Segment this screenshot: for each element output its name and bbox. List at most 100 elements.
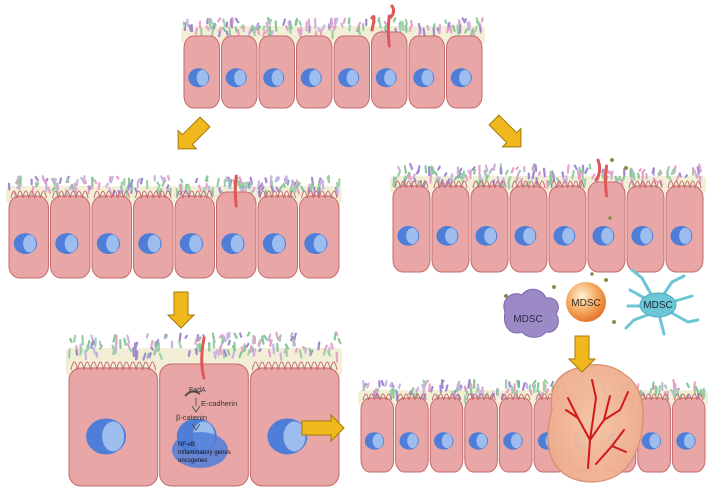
commensal-microbe	[259, 182, 264, 189]
microvillus	[135, 190, 142, 199]
commensal-microbe	[267, 349, 272, 358]
commensal-microbe	[128, 347, 133, 353]
flow-arrow	[177, 116, 211, 150]
commensal-microbe	[533, 383, 537, 394]
flow-arrows	[166, 114, 597, 443]
commensal-microbe	[210, 23, 216, 30]
microvillus	[271, 361, 279, 371]
commensal-microbe	[404, 18, 408, 26]
epithelial-cell	[671, 393, 706, 473]
microvillus	[572, 180, 579, 189]
commensal-microbe	[334, 17, 339, 24]
commensal-microbe	[410, 387, 415, 395]
commensal-microbe	[105, 182, 109, 188]
commensal-microbe	[116, 175, 120, 180]
commensal-microbe	[657, 385, 662, 395]
commensal-microbe	[197, 184, 203, 192]
microvillus	[550, 180, 557, 189]
nucleus-highlight	[649, 433, 661, 449]
microvillus	[290, 361, 299, 371]
commensal-microbe	[236, 28, 240, 36]
commensal-microbe	[126, 334, 131, 344]
commensal-microbe	[693, 381, 696, 391]
commensal-microbe	[98, 340, 102, 347]
microvillus	[455, 180, 462, 189]
microvillus	[57, 190, 65, 199]
commensal-microbe	[337, 337, 342, 345]
commensal-microbe	[293, 340, 296, 347]
commensal-microbe	[73, 334, 77, 343]
commensal-microbe	[422, 27, 426, 37]
commensal-microbe	[139, 177, 144, 185]
commensal-microbe	[238, 332, 243, 338]
commensal-microbe	[470, 28, 474, 38]
commensal-microbe	[246, 331, 251, 337]
commensal-microbe	[547, 180, 551, 187]
microvillus	[105, 190, 113, 199]
microvillus	[645, 393, 652, 401]
microvillus	[506, 393, 514, 401]
commensal-microbe	[225, 30, 229, 36]
commensal-microbe	[653, 385, 657, 390]
commensal-microbe	[220, 341, 224, 348]
commensal-microbe	[268, 19, 272, 26]
commensal-microbe	[80, 176, 84, 182]
microvillus	[477, 393, 485, 401]
flow-arrow	[301, 413, 345, 443]
commensal-microbe	[245, 342, 250, 348]
commensal-microbe	[552, 173, 556, 183]
commensal-microbe	[328, 22, 333, 28]
commensal-microbe	[561, 171, 565, 178]
microvillus	[289, 190, 296, 199]
microvillus	[152, 190, 160, 199]
commensal-microbe	[89, 185, 94, 190]
commensal-microbe	[651, 167, 655, 175]
microvillus	[662, 393, 669, 401]
nucleus-highlight	[189, 234, 202, 253]
microvillus	[117, 190, 125, 199]
commensal-microbe	[484, 172, 488, 177]
commensal-microbe	[134, 341, 139, 350]
microvillus	[277, 190, 285, 199]
microvillus	[316, 361, 325, 371]
commensal-microbe	[208, 21, 212, 30]
commensal-microbe	[216, 177, 220, 188]
microvillus	[194, 190, 202, 199]
commensal-microbe	[148, 352, 152, 358]
microvillus	[517, 180, 524, 189]
commensal-microbe	[429, 385, 434, 393]
commensal-microbe	[146, 352, 151, 359]
microvillus	[318, 190, 326, 199]
commensal-microbe	[334, 331, 339, 336]
mdsc-label-1: MDSC	[513, 314, 542, 325]
commensal-microbe	[406, 175, 411, 180]
commensal-microbe	[401, 20, 405, 32]
commensal-microbe	[425, 379, 430, 384]
commensal-microbe	[84, 349, 88, 361]
commensal-microbe	[272, 343, 276, 355]
microvillus	[684, 180, 691, 189]
commensal-microbe	[265, 27, 270, 34]
epithelial-cell	[509, 180, 548, 273]
commensal-microbe	[485, 176, 489, 182]
commensal-microbe	[247, 27, 252, 36]
microvillus	[330, 190, 338, 199]
epithelial-cell	[8, 190, 49, 279]
commensal-microbe	[247, 349, 251, 356]
commensal-microbe	[205, 25, 210, 32]
microvillus	[158, 190, 166, 199]
commensal-microbe	[637, 172, 641, 179]
commensal-microbe	[397, 170, 402, 177]
commensal-microbe	[178, 332, 182, 342]
commensal-microbe	[531, 170, 536, 180]
microvillus	[373, 393, 381, 401]
nucleus-highlight	[441, 433, 453, 449]
commensal-microbe	[75, 349, 79, 356]
commensal-microbe	[295, 184, 300, 189]
commensal-microbe	[222, 18, 227, 27]
commensal-microbe	[477, 390, 482, 396]
fusobacterium-nucleatum	[604, 164, 608, 198]
commensal-microbe	[606, 168, 610, 174]
microvillus	[650, 180, 657, 189]
epithelial-cell	[360, 393, 395, 473]
